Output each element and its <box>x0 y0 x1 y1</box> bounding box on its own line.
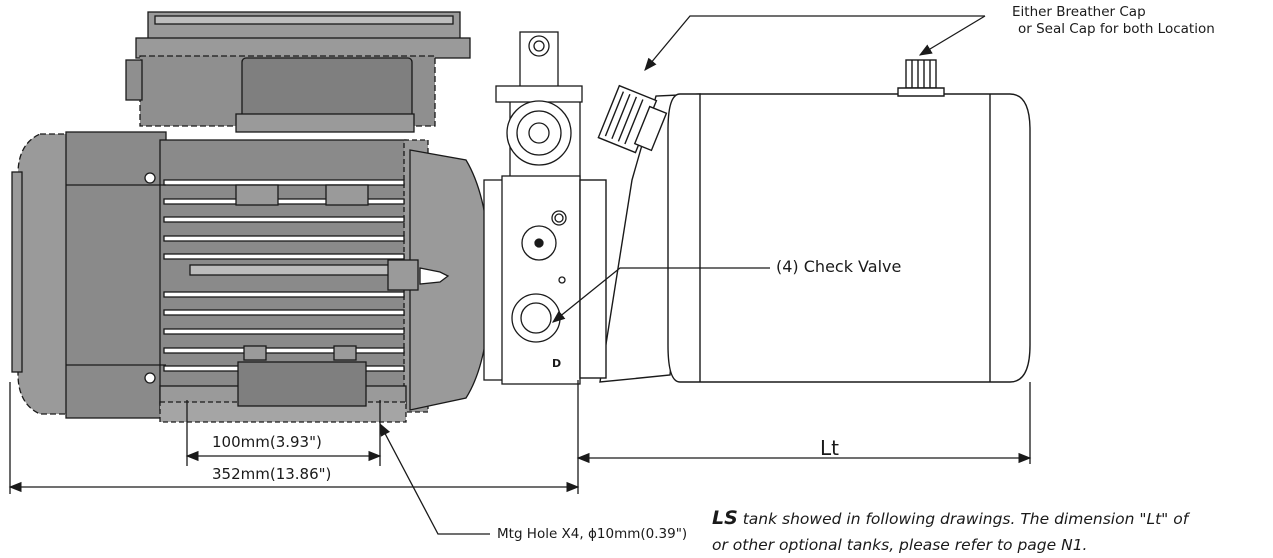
tank-length-dimension: Lt <box>820 436 839 460</box>
overall-length-dimension: 352mm(13.86") <box>212 465 332 483</box>
hole-spacing-dimension: 100mm(3.93") <box>212 433 322 451</box>
tank-note-line1: tank showed in following drawings. The d… <box>737 510 1189 528</box>
electric-motor <box>11 11 507 423</box>
breather-cap-label-line2: or Seal Cap for both Location <box>1018 21 1215 37</box>
check-valve-label: (4) Check Valve <box>776 257 902 276</box>
valve-port-letter: D <box>552 357 561 370</box>
tank-series-code: LS <box>712 507 738 529</box>
mounting-hole-label: Mtg Hole X4, ϕ10mm(0.39") <box>497 526 688 542</box>
breather-cap-label-line1: Either Breather Cap <box>1012 4 1146 20</box>
tank-note: LS tank showed in following drawings. Th… <box>712 505 1272 558</box>
oil-tank <box>579 59 1031 383</box>
tank-note-line2: or other optional tanks, please refer to… <box>712 536 1088 554</box>
dimension-lines <box>8 15 1032 535</box>
valve-block <box>495 31 583 385</box>
